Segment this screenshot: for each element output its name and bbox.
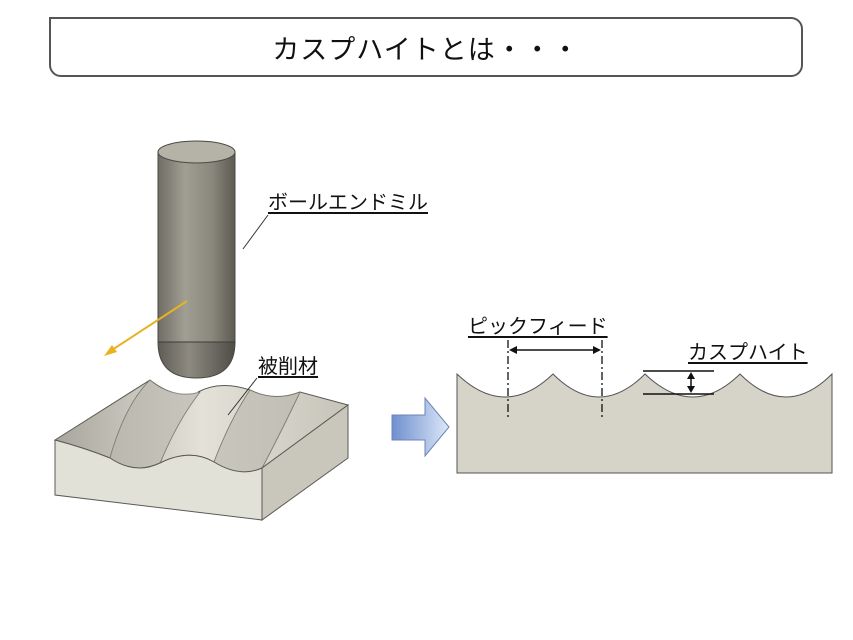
pick-feed-dimension	[507, 340, 603, 420]
double-arrow-vertical-icon	[687, 372, 695, 393]
workpiece-block	[53, 379, 350, 521]
pick-feed-label: ピックフィード	[468, 314, 608, 338]
cross-section	[456, 372, 833, 474]
cross-section-body	[456, 372, 833, 474]
ball-end-mill	[157, 140, 236, 379]
cusp-height-label: カスプハイト	[688, 340, 808, 364]
title-box: カスプハイトとは・・・	[49, 17, 803, 77]
ball-end-mill-label: ボールエンドミル	[268, 190, 428, 214]
workpiece-front-face	[54, 439, 263, 521]
workpiece-side-face	[261, 404, 349, 521]
arrow-down-left-icon	[104, 300, 188, 356]
tool-ball-tip	[157, 341, 236, 379]
tool-shank	[157, 151, 236, 343]
tool-top	[157, 140, 236, 164]
cusp-height-dimension	[643, 370, 714, 395]
page-title: カスプハイトとは・・・	[272, 34, 580, 66]
ball-end-mill-leader	[242, 214, 269, 250]
workpiece-leader	[227, 377, 258, 416]
arrow-right-icon	[391, 396, 450, 458]
workpiece-label: 被削材	[258, 354, 318, 378]
